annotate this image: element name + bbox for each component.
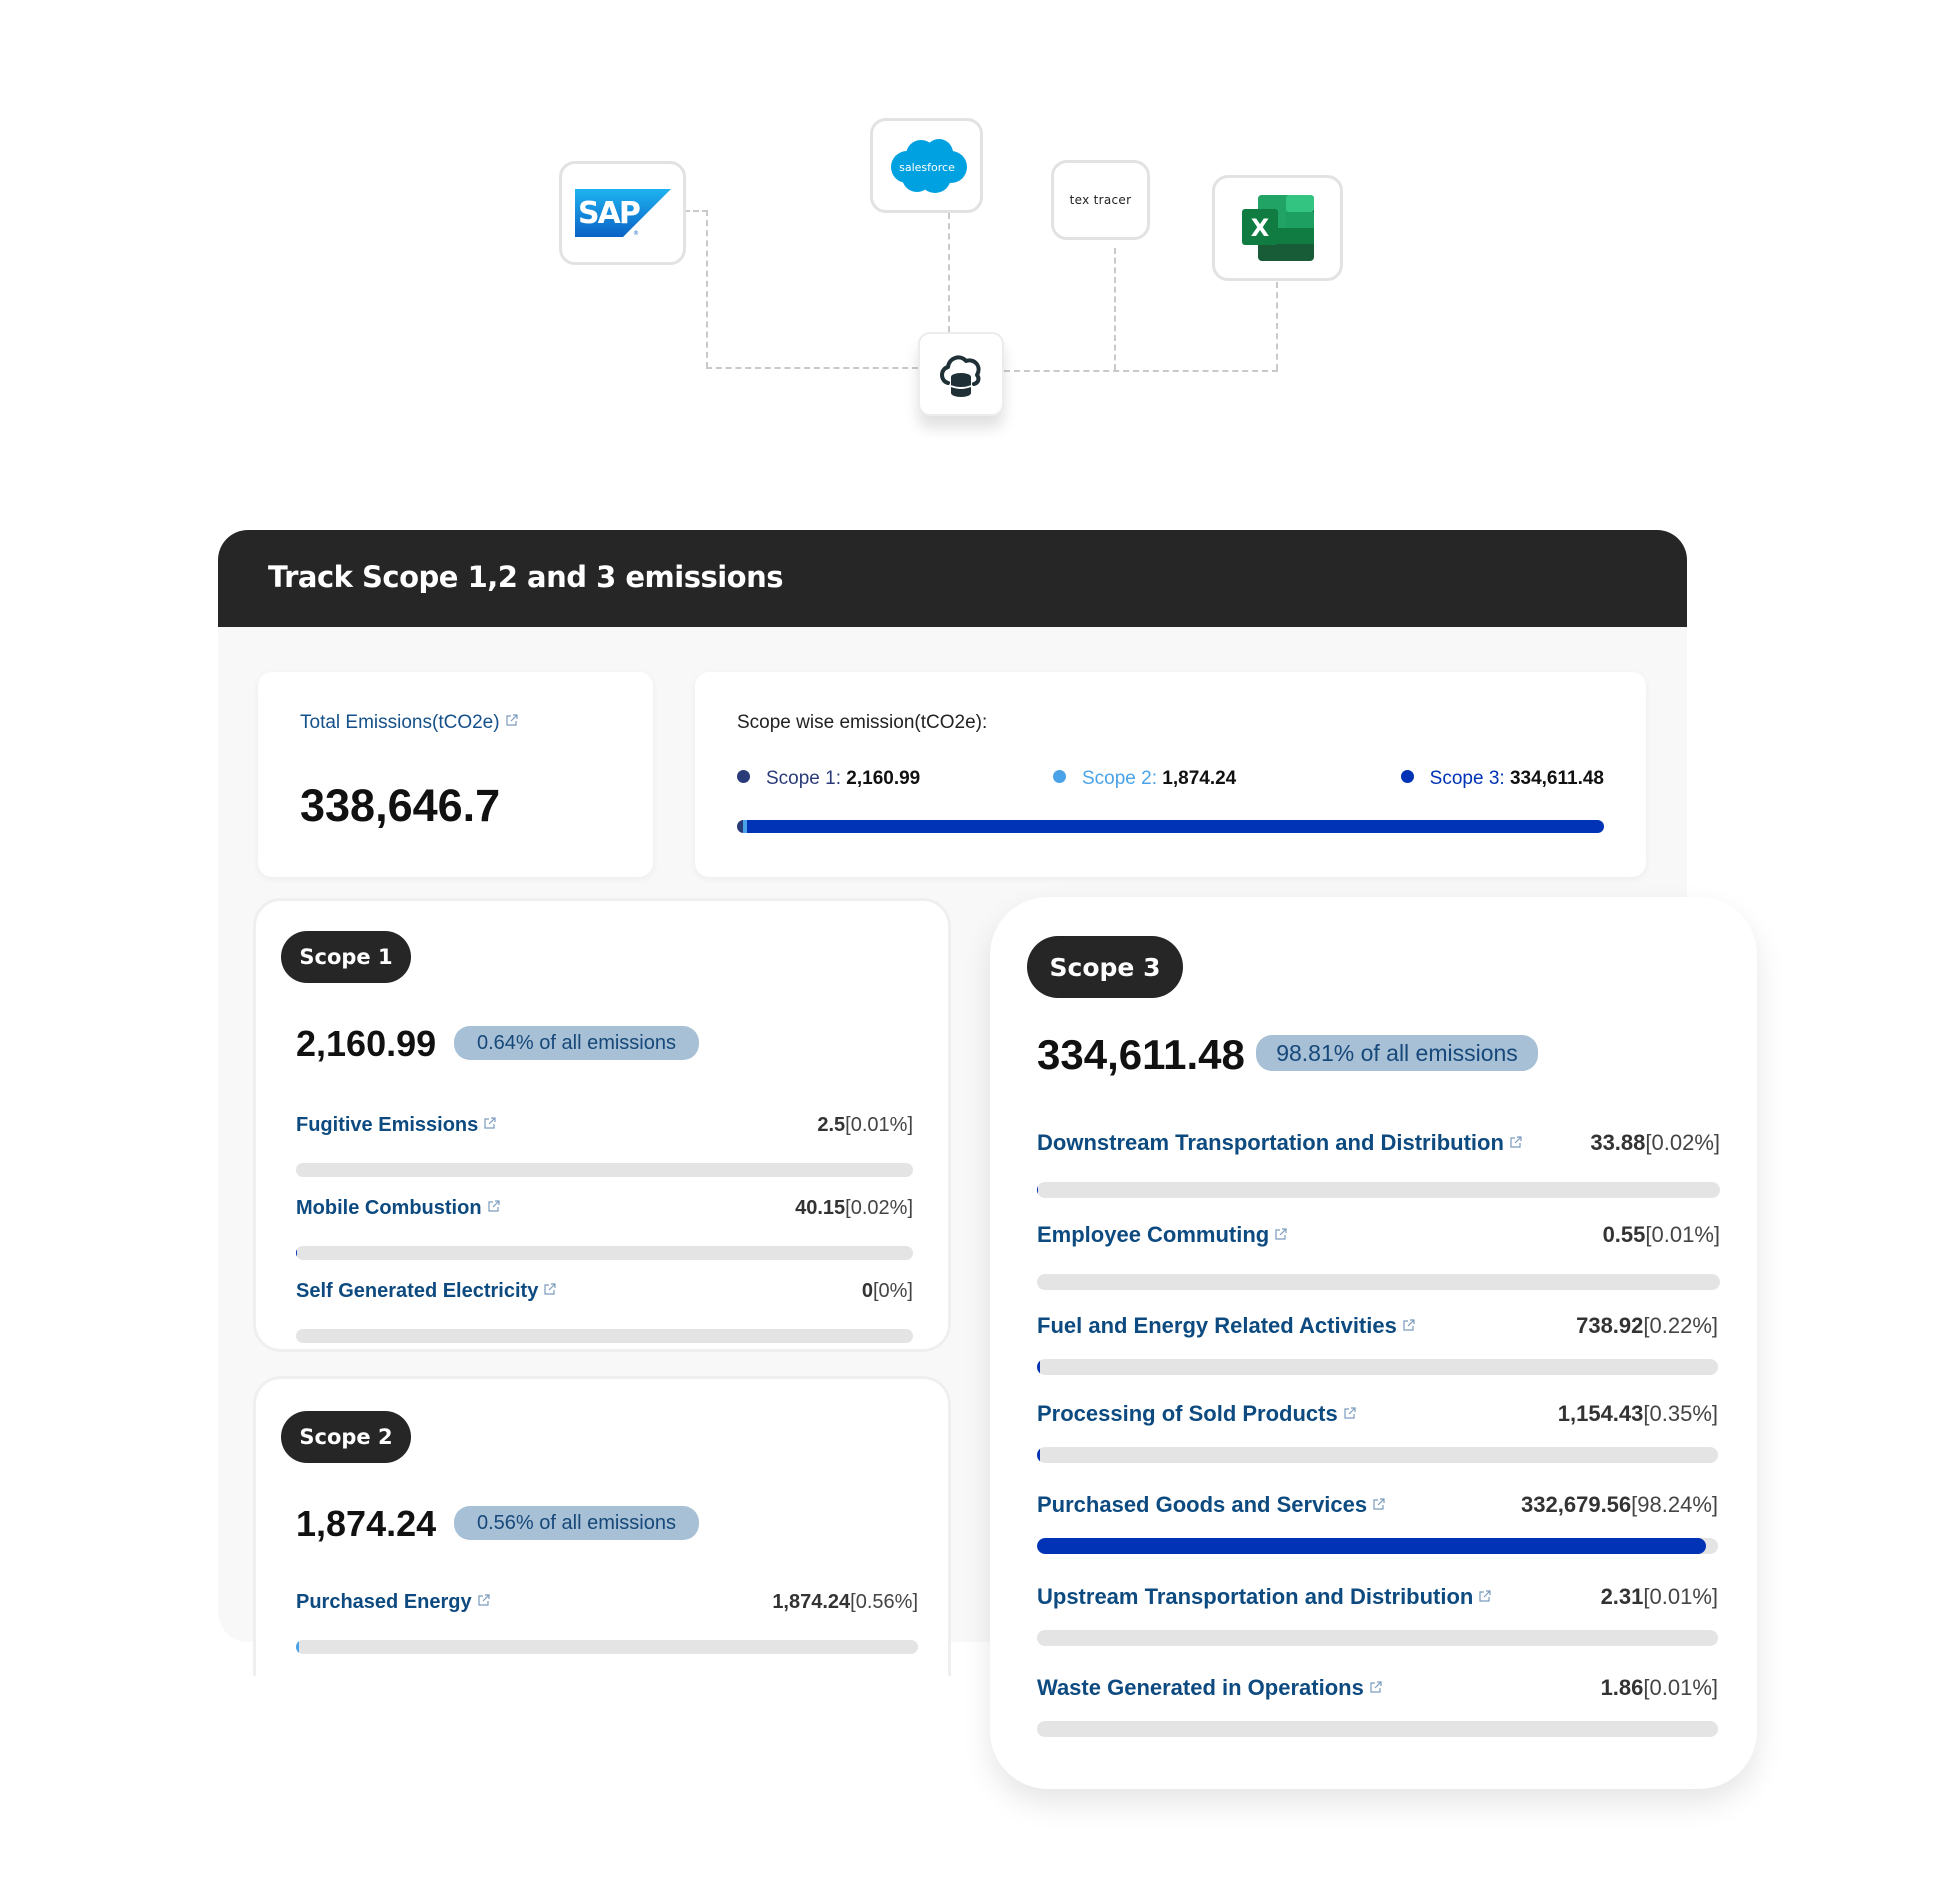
external-link-icon bbox=[543, 1283, 556, 1296]
total-emissions-value: 338,646.7 bbox=[300, 780, 501, 831]
dashboard-header: Track Scope 1,2 and 3 emissions bbox=[218, 530, 1687, 627]
scope-2-dot-icon bbox=[1053, 770, 1066, 783]
scope-2-card: Scope 2 1,874.24 0.56% of all emissions … bbox=[253, 1376, 951, 1676]
scope-2-row[interactable]: Purchased Energy 1,874.24[0.56%] bbox=[296, 1591, 918, 1663]
progress-bar bbox=[1037, 1182, 1720, 1198]
scope-1-dot-icon bbox=[737, 770, 750, 783]
external-link-icon bbox=[1274, 1228, 1287, 1241]
scope-3-row[interactable]: Upstream Transportation and Distribution… bbox=[1037, 1584, 1718, 1664]
scope-3-row[interactable]: Waste Generated in Operations 1.86[0.01%… bbox=[1037, 1675, 1718, 1755]
scope-3-row[interactable]: Employee Commuting 0.55[0.01%] bbox=[1037, 1222, 1720, 1302]
progress-bar bbox=[296, 1640, 918, 1654]
scope-3-row[interactable]: Processing of Sold Products 1,154.43[0.3… bbox=[1037, 1401, 1718, 1481]
salesforce-logo-card[interactable]: salesforce bbox=[870, 118, 983, 213]
page-title: Track Scope 1,2 and 3 emissions bbox=[268, 560, 784, 594]
progress-bar bbox=[1037, 1359, 1718, 1375]
scope-3-dot-icon bbox=[1400, 770, 1414, 783]
connector-sap-stub bbox=[684, 210, 708, 212]
scope-1-row[interactable]: Fugitive Emissions 2.5[0.01%] bbox=[296, 1114, 913, 1186]
scope-1-row[interactable]: Self Generated Electricity 0[0%] bbox=[296, 1280, 913, 1352]
stack-segment-scope-3 bbox=[747, 820, 1604, 833]
svg-text:SAP: SAP bbox=[578, 196, 640, 231]
external-link-icon bbox=[1372, 1498, 1385, 1511]
progress-bar bbox=[296, 1163, 913, 1177]
svg-text:®: ® bbox=[633, 230, 639, 237]
scope-3-pill: Scope 3 bbox=[1027, 936, 1183, 998]
external-link-icon bbox=[483, 1117, 496, 1130]
scope-3-total: 334,611.48 bbox=[1037, 1031, 1245, 1078]
external-link-icon bbox=[1343, 1407, 1356, 1420]
progress-bar bbox=[1037, 1274, 1720, 1290]
textracer-logo-text: tex tracer bbox=[1069, 193, 1132, 207]
progress-bar bbox=[1037, 1447, 1718, 1463]
legend-scope-3: Scope 3: 334,611.48 bbox=[1387, 768, 1604, 790]
excel-logo-icon: X bbox=[1241, 195, 1314, 261]
connector-sap-horizontal bbox=[706, 367, 918, 369]
external-link-icon bbox=[1369, 1681, 1382, 1694]
stack-segment-scope-1 bbox=[737, 820, 743, 833]
svg-text:X: X bbox=[1250, 214, 1269, 242]
external-link-icon bbox=[1402, 1319, 1415, 1332]
scope-1-total: 2,160.99 bbox=[296, 1023, 437, 1064]
scope-wise-label: Scope wise emission(tCO2e): bbox=[737, 712, 988, 733]
connector-salesforce bbox=[948, 213, 950, 332]
excel-logo-card[interactable]: X bbox=[1212, 175, 1343, 281]
progress-bar bbox=[1037, 1538, 1718, 1554]
cloud-database-hub[interactable] bbox=[918, 332, 1004, 416]
progress-bar bbox=[1037, 1630, 1718, 1646]
sap-logo-card[interactable]: SAP ® bbox=[559, 161, 686, 265]
external-link-icon bbox=[1478, 1590, 1491, 1603]
connector-textracer bbox=[1114, 248, 1116, 370]
scope-3-row[interactable]: Downstream Transportation and Distributi… bbox=[1037, 1130, 1720, 1210]
connector-right-horizontal bbox=[1004, 370, 1278, 372]
salesforce-logo-icon: salesforce bbox=[890, 138, 967, 193]
total-emissions-card: Total Emissions(tCO2e) 338,646.7 bbox=[258, 672, 653, 877]
scope-2-pill: Scope 2 bbox=[281, 1411, 411, 1463]
total-emissions-link[interactable]: Total Emissions(tCO2e) bbox=[300, 712, 518, 734]
scope-1-card: Scope 1 2,160.99 0.64% of all emissions … bbox=[253, 898, 951, 1352]
scope-3-card: Scope 3 334,611.48 98.81% of all emissio… bbox=[990, 897, 1757, 1789]
scope-1-share-badge: 0.64% of all emissions bbox=[454, 1026, 699, 1060]
scope-3-share-badge: 98.81% of all emissions bbox=[1256, 1035, 1538, 1071]
scope-3-row[interactable]: Fuel and Energy Related Activities 738.9… bbox=[1037, 1313, 1718, 1393]
sap-logo-icon: SAP ® bbox=[574, 189, 671, 237]
cloud-database-icon bbox=[940, 355, 981, 397]
external-link-icon bbox=[505, 714, 518, 727]
legend-scope-1: Scope 1: 2,160.99 bbox=[723, 768, 920, 790]
scope-stacked-bar bbox=[737, 820, 1604, 833]
connector-sap-vertical bbox=[706, 210, 708, 368]
progress-bar bbox=[296, 1329, 913, 1343]
scope-legend: Scope 1: 2,160.99 Scope 2: 1,874.24 Scop… bbox=[737, 768, 1604, 792]
external-link-icon bbox=[1509, 1136, 1522, 1149]
svg-text:salesforce: salesforce bbox=[899, 161, 955, 174]
scope-2-share-badge: 0.56% of all emissions bbox=[454, 1506, 699, 1540]
connector-excel bbox=[1276, 282, 1278, 370]
scope-2-total: 1,874.24 bbox=[296, 1503, 437, 1544]
scope-1-pill: Scope 1 bbox=[281, 931, 411, 983]
scope-1-row[interactable]: Mobile Combustion 40.15[0.02%] bbox=[296, 1197, 913, 1269]
progress-bar bbox=[296, 1246, 913, 1260]
progress-bar bbox=[1037, 1721, 1718, 1737]
scope-wise-card: Scope wise emission(tCO2e): Scope 1: 2,1… bbox=[695, 672, 1646, 877]
textracer-logo-card[interactable]: tex tracer bbox=[1051, 160, 1150, 240]
external-link-icon bbox=[477, 1594, 490, 1607]
stack-segment-scope-2 bbox=[742, 820, 748, 833]
legend-scope-2: Scope 2: 1,874.24 bbox=[1039, 768, 1236, 790]
external-link-icon bbox=[487, 1200, 500, 1213]
scope-3-row[interactable]: Purchased Goods and Services 332,679.56[… bbox=[1037, 1492, 1718, 1572]
